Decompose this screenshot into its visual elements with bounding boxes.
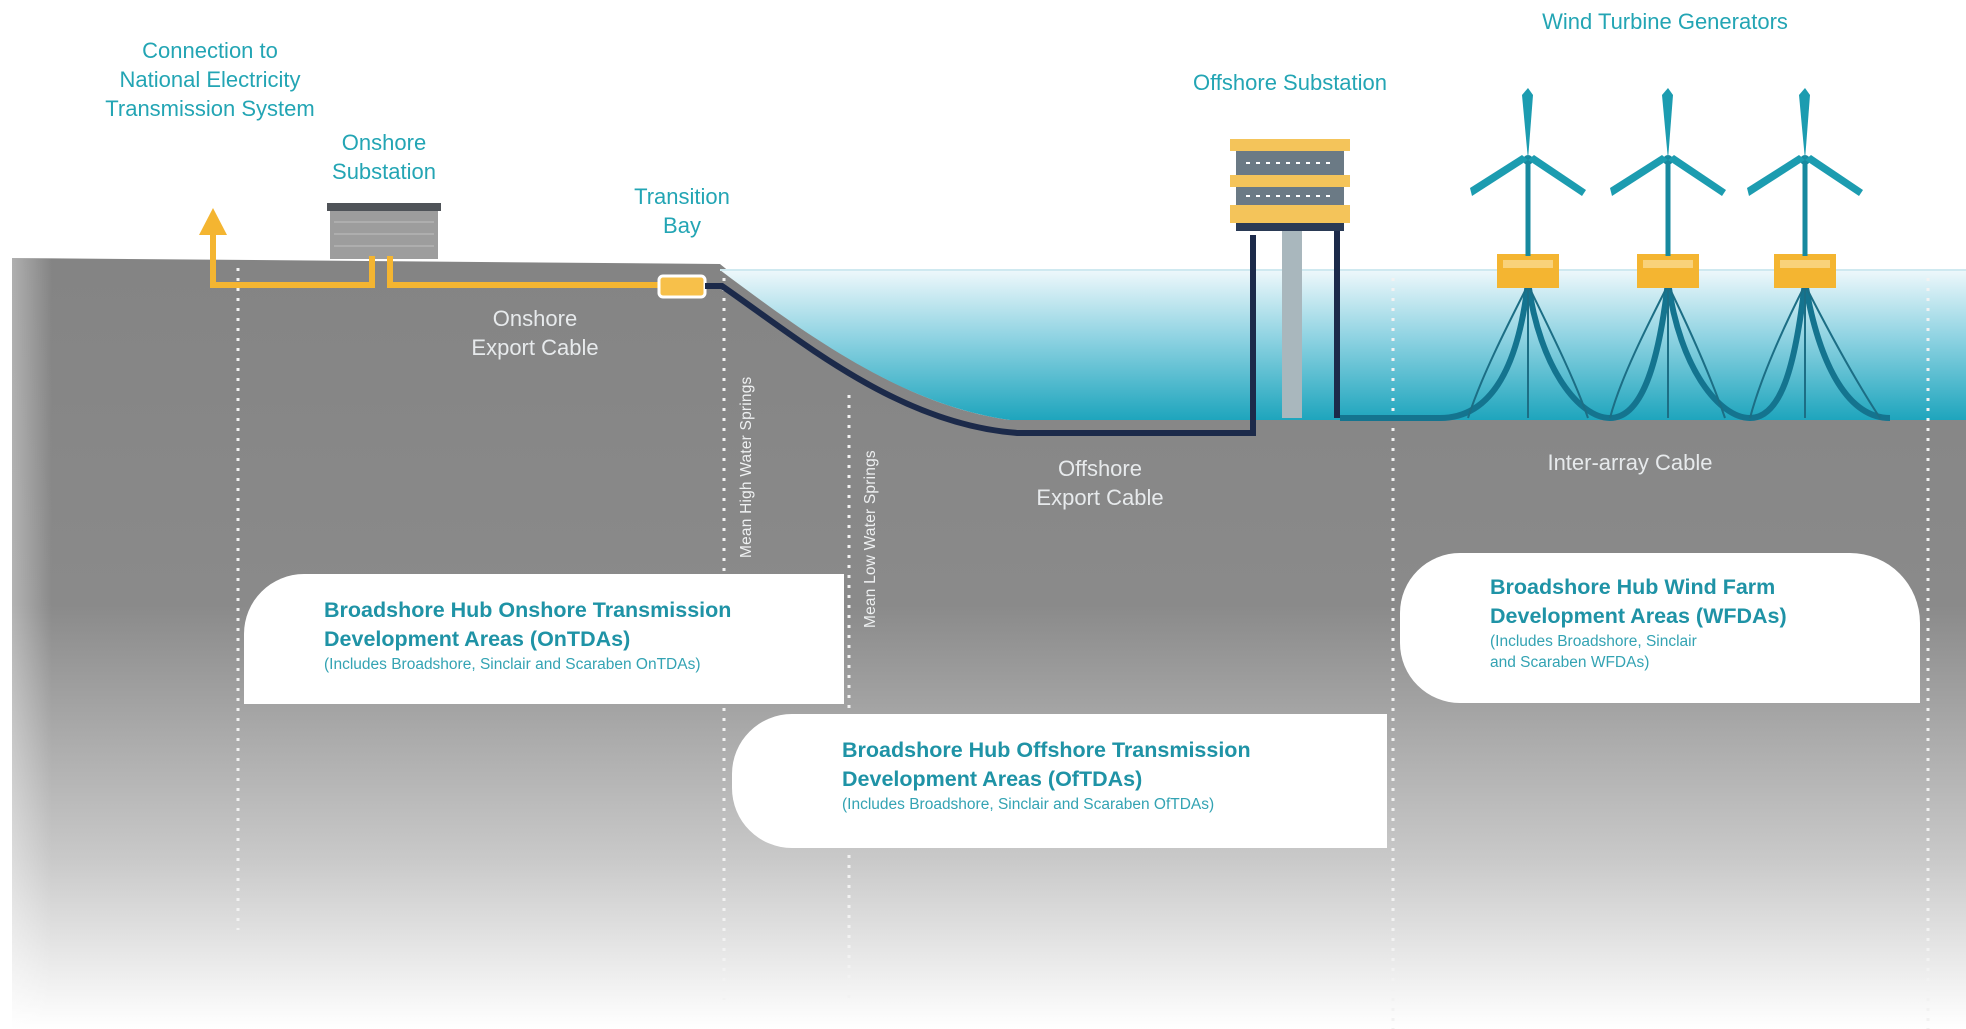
connection-label: Connection to National Electricity Trans…	[90, 36, 330, 123]
sea-water	[720, 270, 1966, 420]
onshore-substation-building	[327, 203, 441, 259]
wind-turbine-1	[1470, 88, 1586, 288]
offshore-export-cable-label-line: Export Cable	[1036, 485, 1164, 510]
onshore-export-cable	[210, 229, 665, 288]
offshore-export-cable	[705, 235, 1256, 436]
onshore-export-cable-label-line: Export Cable	[471, 335, 599, 360]
offshore-substation-platform	[1230, 139, 1350, 418]
wfda-note-line: (Includes Broadshore, Sinclair	[1490, 633, 1697, 650]
wfda-title-line: Broadshore Hub Wind Farm	[1490, 575, 1776, 599]
ontda-title-line: Broadshore Hub Onshore Transmission	[324, 598, 732, 622]
connection-label-line: Connection to	[142, 38, 278, 63]
oftda-title-line: Broadshore Hub Offshore Transmission	[842, 738, 1251, 762]
onshore-substation-label: Onshore Substation	[304, 128, 464, 186]
transition-bay-label: Transition Bay	[610, 182, 754, 240]
wind-turbine-generators-label: Wind Turbine Generators	[1542, 9, 1788, 34]
seabed-ground	[12, 258, 1966, 1029]
offshore-substation-label: Offshore Substation	[1192, 70, 1388, 95]
up-arrow-icon	[199, 208, 227, 235]
transition-bay-label-line: Bay	[663, 213, 701, 238]
oftda-note: (Includes Broadshore, Sinclair and Scara…	[842, 796, 1215, 813]
wind-turbine-3	[1747, 88, 1863, 288]
transition-bay-label-line: Transition	[634, 184, 730, 209]
ontda-note: (Includes Broadshore, Sinclair and Scara…	[324, 656, 701, 673]
transition-bay-joint	[657, 274, 707, 299]
oftda-box: Broadshore Hub Offshore Transmission Dev…	[732, 714, 1387, 848]
connection-label-line: National Electricity	[119, 67, 301, 92]
offshore-export-cable-label: Offshore Export Cable	[1010, 454, 1190, 512]
offshore-export-cable-label-line: Offshore	[1058, 456, 1142, 481]
mean-low-water-springs-label: Mean Low Water Springs	[862, 450, 879, 628]
onshore-substation-label-line: Substation	[332, 159, 436, 184]
onshore-export-cable-label-line: Onshore	[492, 306, 578, 331]
onshore-substation-label-line: Onshore	[341, 130, 427, 155]
wfda-note-line: and Scaraben WFDAs)	[1490, 654, 1650, 671]
connection-label-line: Transmission System	[105, 96, 315, 121]
inter-array-cable-label: Inter-array Cable	[1547, 450, 1713, 475]
wfda-title-line: Development Areas (WFDAs)	[1490, 604, 1787, 628]
wind-turbine-2	[1610, 88, 1726, 288]
onshore-export-cable-label: Onshore Export Cable	[445, 304, 625, 362]
oftda-title-line: Development Areas (OfTDAs)	[842, 767, 1143, 791]
wfda-box: Broadshore Hub Wind Farm Development Are…	[1400, 553, 1920, 703]
mean-high-water-springs-label: Mean High Water Springs	[738, 376, 755, 559]
ontda-box: Broadshore Hub Onshore Transmission Deve…	[244, 574, 844, 704]
mooring-lines	[1467, 284, 1881, 419]
ontda-title-line: Development Areas (OnTDAs)	[324, 627, 631, 651]
